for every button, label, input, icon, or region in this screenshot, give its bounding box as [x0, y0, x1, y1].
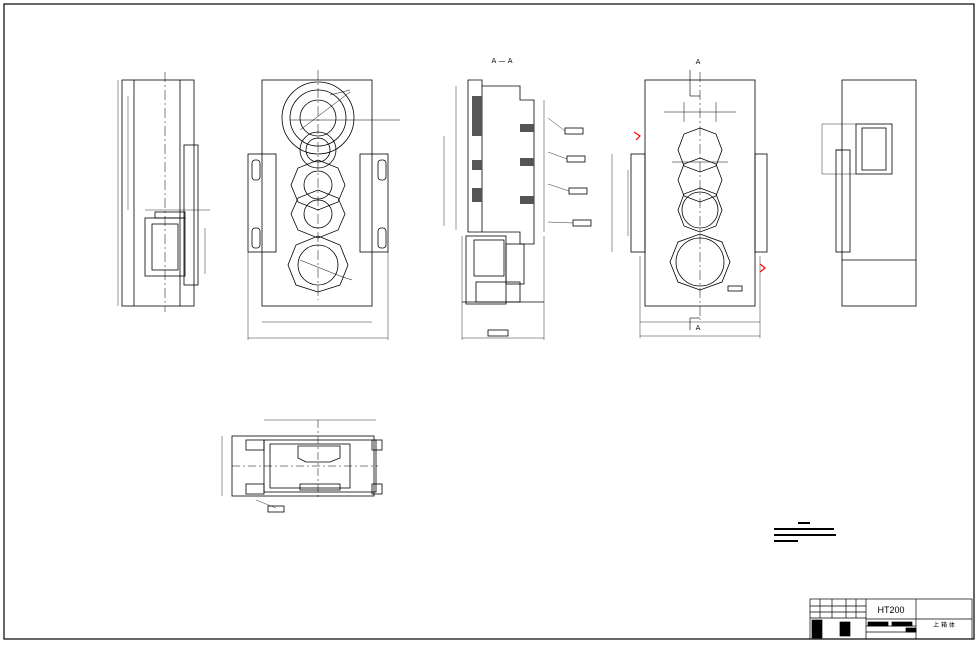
view-marker-bottom: A	[696, 324, 701, 332]
view-marker-top: A	[696, 58, 701, 66]
section-label: A — A	[491, 57, 512, 65]
rear-view	[611, 70, 768, 338]
section-a-a	[443, 79, 592, 340]
side-view-right	[821, 79, 917, 307]
front-view	[247, 70, 400, 340]
material-label: HT200	[877, 605, 904, 615]
red-markers	[633, 131, 766, 273]
side-view-left	[117, 72, 210, 312]
sheet-border	[3, 3, 975, 640]
technical-notes	[774, 522, 836, 542]
drawing-name: 上 箱 体	[933, 621, 955, 629]
title-block	[809, 598, 973, 640]
plan-view	[221, 419, 383, 513]
